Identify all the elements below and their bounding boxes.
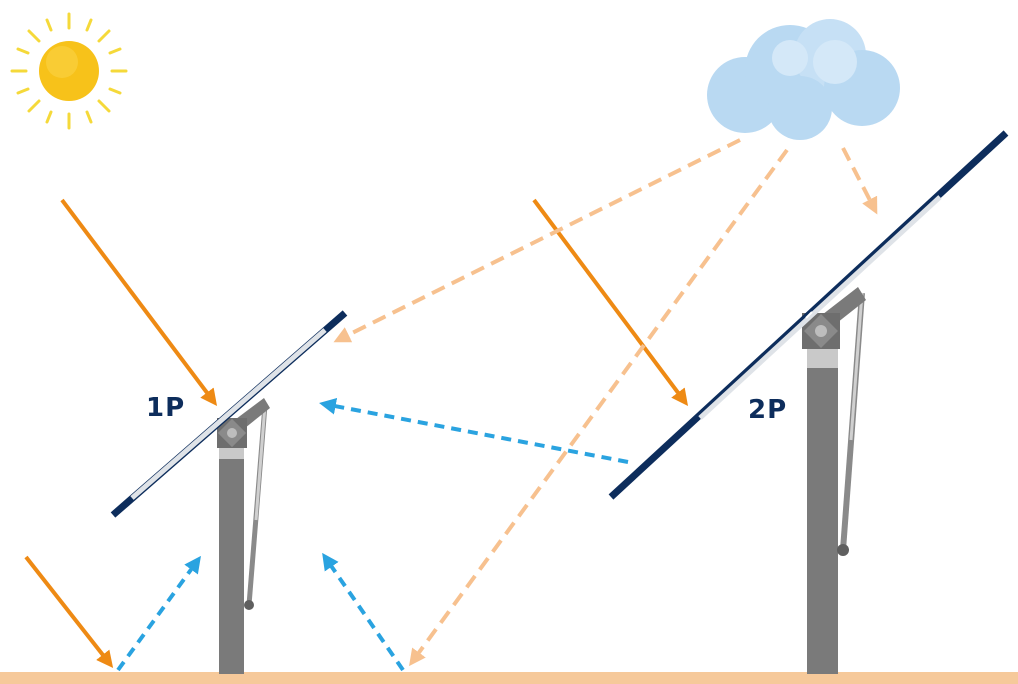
- direct-light-to-ground: [24, 555, 114, 668]
- reflected-light-arrows: [116, 397, 629, 672]
- diffuse-light-arrows: [333, 138, 878, 667]
- tracker-2p-post: [807, 365, 838, 674]
- tracker-1p-panel: [110, 310, 348, 518]
- diffuse-light-to-ground: [409, 148, 789, 667]
- direct-light-to-1p: [60, 198, 218, 407]
- reflected-light-2p-to-1p: [319, 397, 629, 464]
- direct-light-arrows: [24, 198, 689, 668]
- tracker-2p-panel: [608, 130, 1009, 500]
- diffuse-light-to-2p: [841, 147, 878, 215]
- tracker-2p-label: 2P: [748, 395, 787, 425]
- diffuse-light-to-1p: [333, 138, 741, 343]
- tracker-1p: [110, 310, 348, 674]
- tracker-2p: [608, 130, 1009, 674]
- sun-icon: [10, 12, 128, 130]
- tracker-1p-label: 1P: [146, 393, 185, 423]
- ground: [0, 672, 1018, 684]
- reflected-light-ground-to-1p-rear: [322, 552, 405, 672]
- direct-light-to-2p: [532, 198, 689, 407]
- reflected-light-ground-to-1p: [116, 555, 201, 672]
- cloud-icon: [707, 19, 900, 140]
- tracker-1p-post: [219, 455, 244, 674]
